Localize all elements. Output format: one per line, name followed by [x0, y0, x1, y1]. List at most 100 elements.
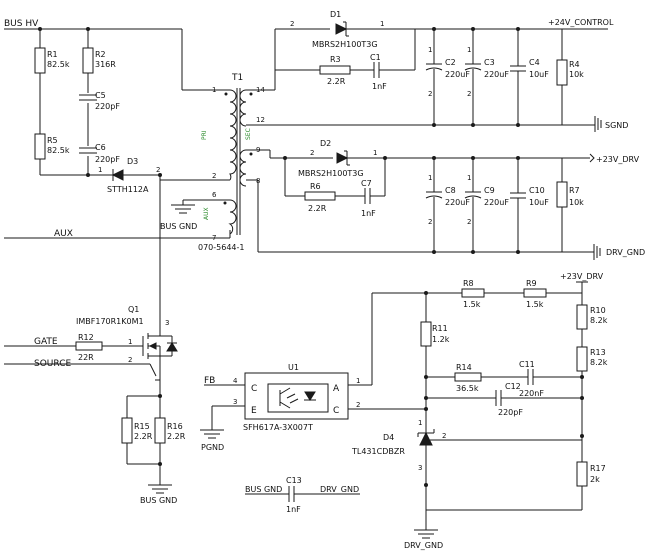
- label-r7-value: 10k: [569, 198, 584, 207]
- junction-dot: [432, 156, 436, 160]
- junction-dot: [158, 462, 162, 466]
- resistor-r16: [154, 417, 166, 444]
- resistor-r6: [304, 191, 336, 201]
- label-c3-value: 220uF: [484, 70, 509, 79]
- resistor-r1: [34, 47, 46, 74]
- label-u1-pin-k: C: [333, 406, 339, 416]
- label-r2-value: 316R: [95, 60, 116, 69]
- junction-dot: [283, 156, 287, 160]
- label-d2-value: MBRS2H100T3G: [298, 169, 364, 178]
- diode-d3: [111, 169, 124, 181]
- label-c4-value: 10uF: [529, 70, 549, 79]
- pin-q1-1: 1: [128, 338, 132, 346]
- pin-t1-6: 6: [212, 191, 217, 199]
- label-d3-ref: D3: [127, 157, 138, 166]
- resistor-r12: [75, 341, 103, 351]
- label-r12-value: 22R: [78, 353, 94, 362]
- label-c8-ref: C8: [445, 186, 456, 195]
- net-c13-left: BUS GND: [245, 485, 282, 494]
- label-r5-ref: R5: [47, 136, 58, 145]
- secondary-winding-2: [239, 149, 247, 187]
- label-c2-value: 220uF: [445, 70, 470, 79]
- cap-pin-numbers: 1 2 1 2 1 2 1 2: [428, 46, 471, 226]
- label-t1-pri: PRI: [201, 130, 208, 140]
- snubber-network: BUS HV R1 82.5k R5 82.5k R2 316R C5 220p…: [4, 19, 230, 194]
- label-c8-value: 220uF: [445, 198, 470, 207]
- label-r17-ref: R17: [590, 464, 606, 473]
- label-d4-value: TL431CDBZR: [351, 447, 405, 456]
- label-u1-pin-c: C: [251, 384, 257, 394]
- label-r3-value: 2.2R: [327, 77, 346, 86]
- label-c6-ref: C6: [95, 143, 106, 152]
- label-r7-ref: R7: [569, 186, 580, 195]
- mosfet-q1: Q1 IMBF170R1K0M1 GATE R12 22R 1 SOURCE 2…: [4, 305, 186, 505]
- pin-u1-2: 2: [356, 401, 360, 409]
- polarity-dot: [249, 152, 253, 156]
- junction-dot: [424, 407, 428, 411]
- net-bus-gnd-t1: BUS GND: [160, 222, 197, 231]
- label-r9-ref: R9: [526, 279, 537, 288]
- isolation-cap-c13: BUS GND DRV_GND C13 1nF: [245, 476, 360, 514]
- pin-c3-1: 1: [467, 46, 471, 54]
- pin-q1-3: 3: [165, 319, 169, 327]
- resistor-r17: [576, 461, 588, 487]
- label-c11-ref: C11: [519, 360, 535, 369]
- pin-d3-1: 1: [98, 166, 102, 174]
- pin-d2-2: 2: [310, 149, 314, 157]
- pin-c2-1: 1: [428, 46, 432, 54]
- net-fb: FB: [204, 376, 215, 386]
- aux-winding: [228, 199, 237, 235]
- resistor-r4: [556, 59, 568, 86]
- junction-dot: [86, 27, 90, 31]
- label-c5-value: 220pF: [95, 102, 120, 111]
- label-r13-value: 8.2k: [590, 358, 608, 367]
- junction-dot: [38, 27, 42, 31]
- label-c4-ref: C4: [529, 58, 540, 67]
- junction-dot: [424, 483, 428, 487]
- label-r2-ref: R2: [95, 50, 106, 59]
- label-c12-value: 220pF: [498, 408, 523, 417]
- label-r6-value: 2.2R: [308, 204, 327, 213]
- net-source: SOURCE: [34, 359, 71, 369]
- pin-d2-1: 1: [373, 149, 377, 157]
- feedback-network: R8 1.5k R9 1.5k +23V_DRV R10 8.2k R13 8.…: [351, 272, 608, 550]
- secondary-winding-1: [239, 89, 247, 127]
- label-t1-sec: SEC: [245, 128, 252, 140]
- diode-d2: [336, 152, 349, 164]
- junction-dot: [471, 250, 475, 254]
- label-c2-ref: C2: [445, 58, 456, 67]
- net-23v-drv-top: +23V_DRV: [596, 155, 640, 164]
- output-23v-drv: D2 MBRS2H100T3G 2 1 +23V_DRV R6 2.2R C7 …: [246, 139, 645, 260]
- pin-t1-12: 12: [256, 116, 265, 124]
- resistor-r10: [576, 304, 588, 330]
- pin-c9-2: 2: [467, 218, 471, 226]
- label-q1-value: IMBF170R1K0M1: [76, 317, 144, 326]
- net-24v-control: +24V_CONTROL: [548, 18, 614, 27]
- label-r4-value: 10k: [569, 70, 584, 79]
- label-r10-value: 8.2k: [590, 316, 608, 325]
- label-r16-ref: R16: [167, 422, 183, 431]
- optocoupler-body: [244, 372, 349, 420]
- resistor-r8: [461, 288, 485, 298]
- pin-d1-1: 1: [380, 20, 384, 28]
- junction-dot: [383, 156, 387, 160]
- junction-dot: [516, 27, 520, 31]
- label-r11-ref: R11: [432, 324, 448, 333]
- label-d1-value: MBRS2H100T3G: [312, 40, 378, 49]
- label-r16-value: 2.2R: [167, 432, 186, 441]
- junction-dot: [424, 291, 428, 295]
- junction-dot: [580, 375, 584, 379]
- primary-winding: [229, 89, 237, 181]
- label-c12-ref: C12: [505, 382, 521, 391]
- label-c13-ref: C13: [286, 476, 302, 485]
- junction-dot: [471, 123, 475, 127]
- resistor-r3: [319, 65, 351, 75]
- junction-dot: [432, 250, 436, 254]
- label-c1-value: 1nF: [372, 82, 387, 91]
- net-bus-gnd-bottom: BUS GND: [140, 496, 177, 505]
- pin-d3-2: 2: [156, 166, 160, 174]
- pin-c8-2: 2: [428, 218, 432, 226]
- net-bus-hv: BUS HV: [4, 19, 39, 29]
- optocoupler-u1: U1 SFH617A-3X007T C E A C FB 4 3 PGND 1 …: [200, 363, 426, 452]
- label-c10-ref: C10: [529, 186, 545, 195]
